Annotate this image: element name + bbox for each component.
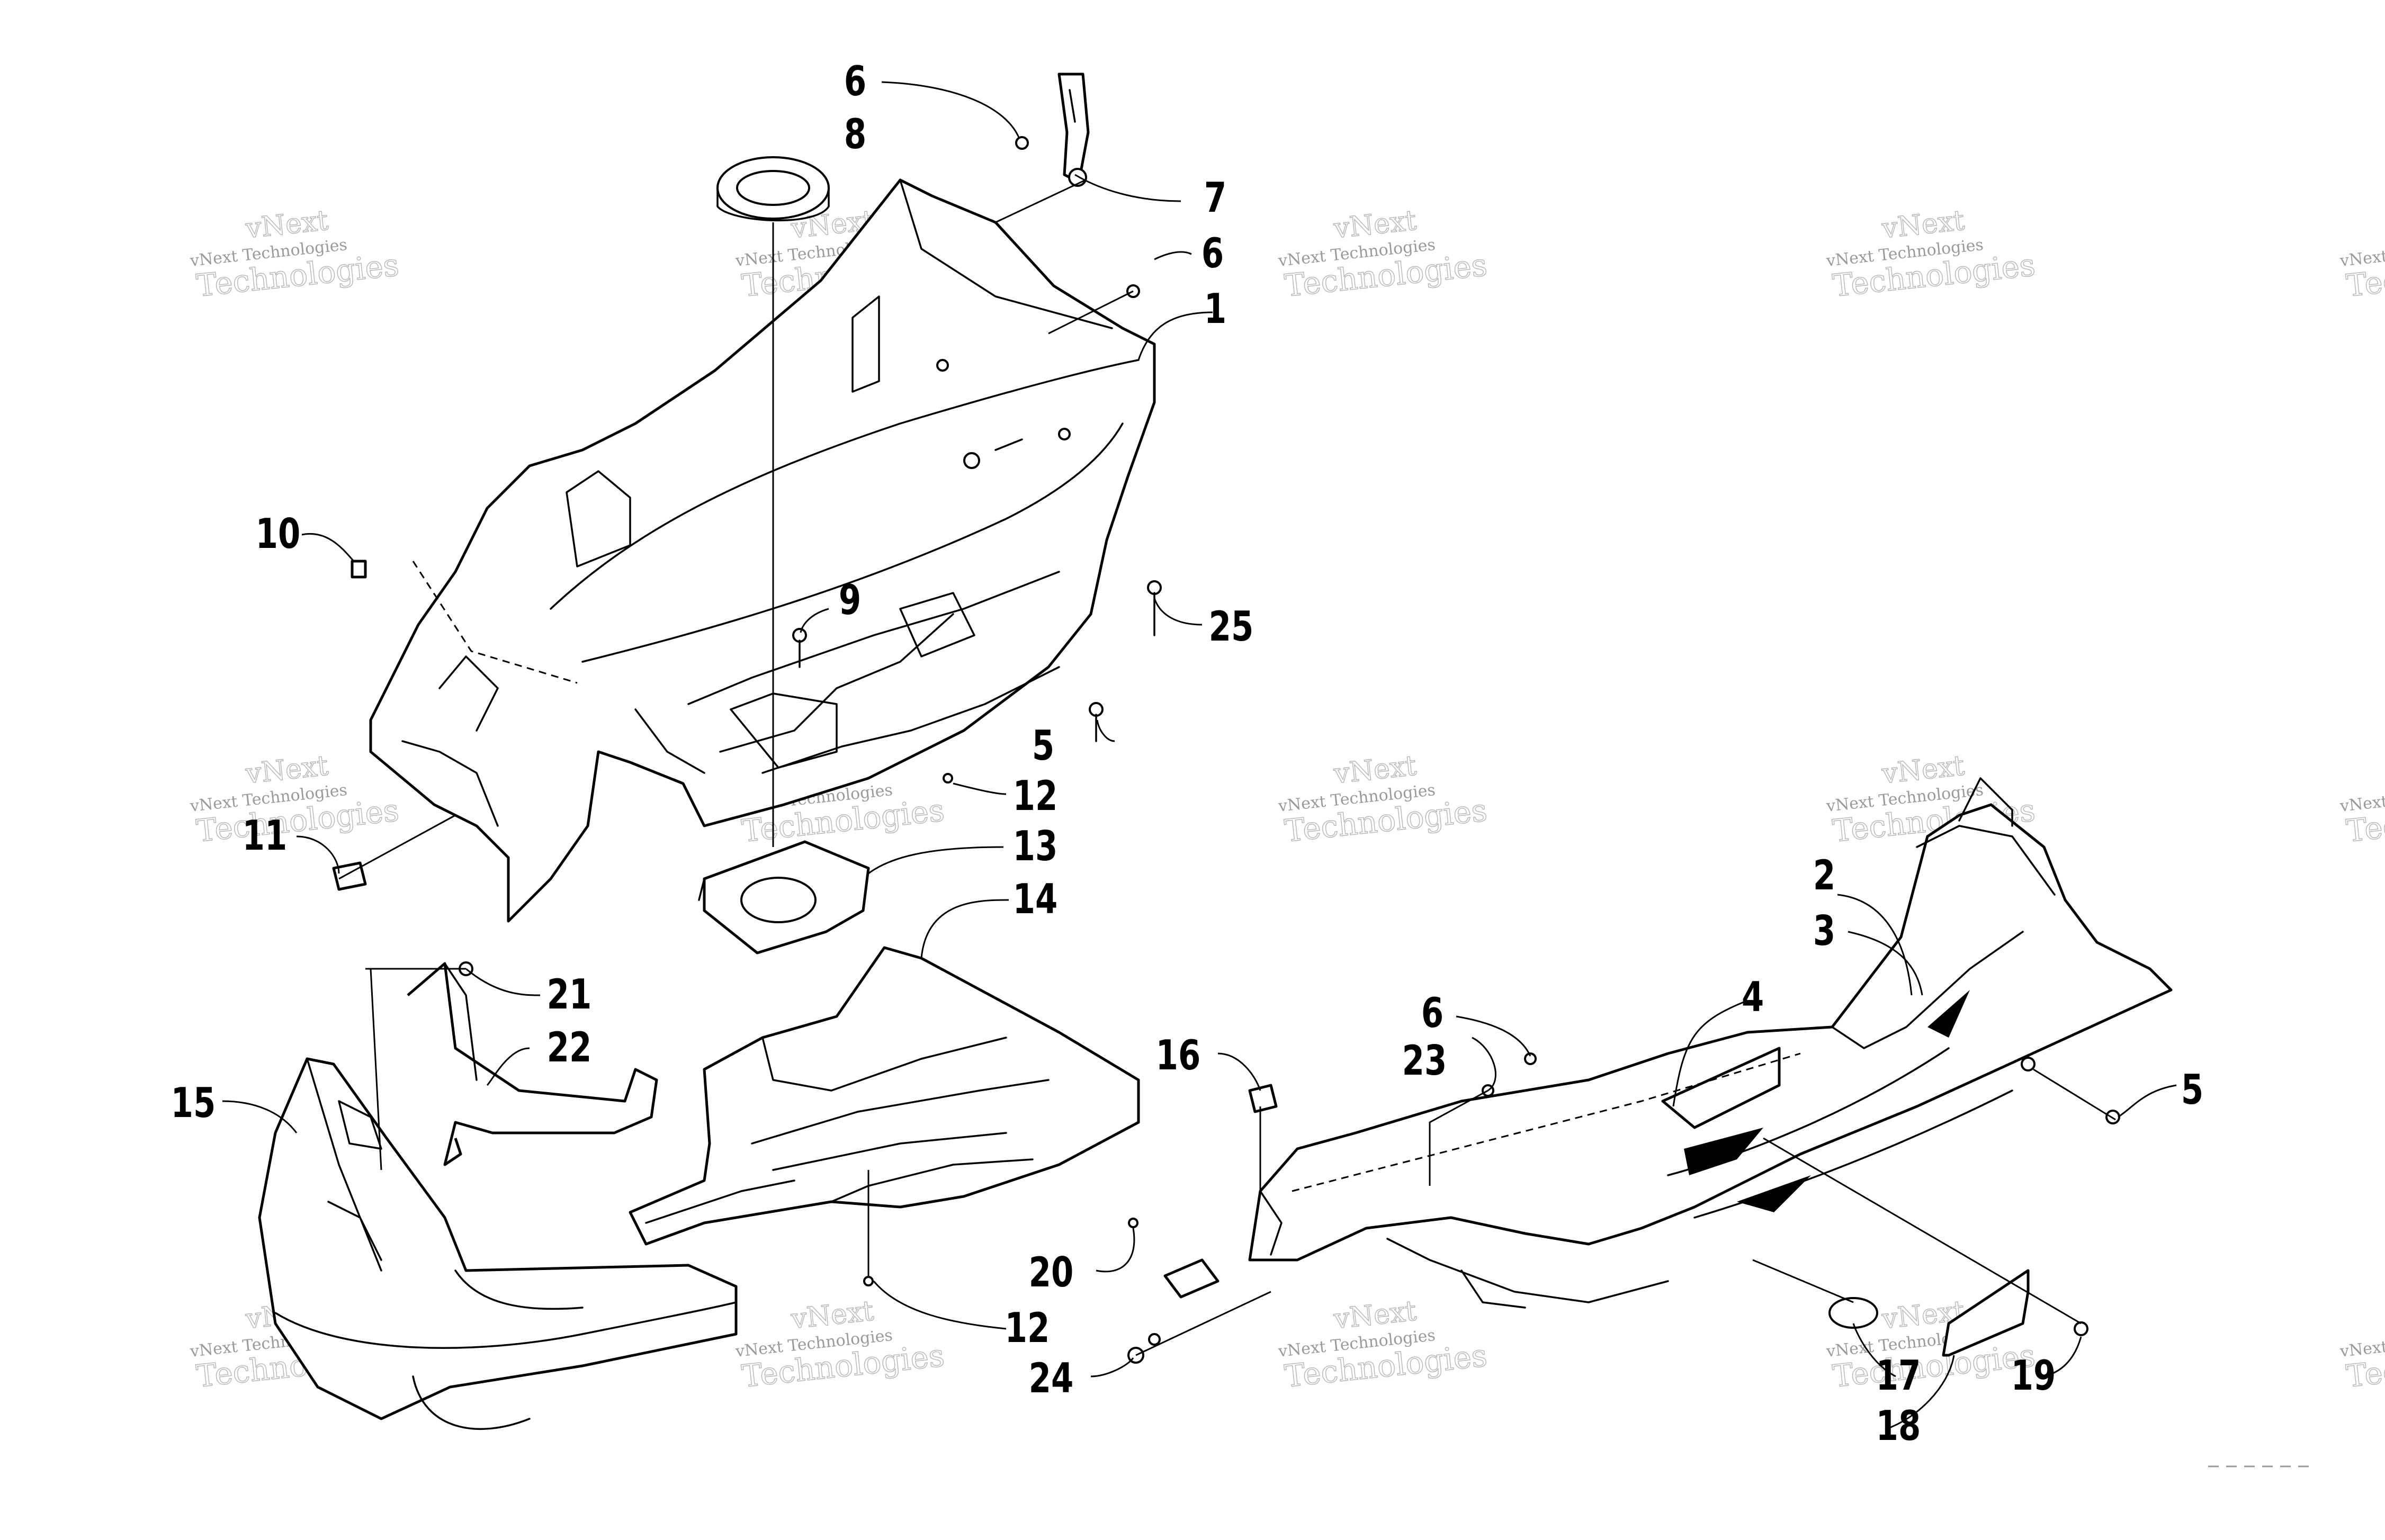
callout-20: 20 [1029,1249,1074,1296]
callout-18: 18 [1876,1402,1921,1450]
part-7-strap [1057,73,1090,187]
leader-lines [222,81,2177,1430]
part-8-grommet [716,156,830,847]
callout-17: 17 [1876,1352,1921,1400]
callout-2: 2 [1813,852,1835,899]
part-14-floor-panel [629,946,1140,1276]
part-13-bracket [698,840,870,954]
callout-24: 24 [1029,1355,1074,1402]
part-1-belly-pan [369,178,1156,923]
callout-8: 8 [844,111,866,158]
part-2-side-panel [1248,777,2173,1309]
callout-3: 3 [1813,907,1835,955]
callout-6-lower: 6 [1421,989,1443,1037]
callout-5-right: 5 [2181,1066,2203,1114]
callout-4: 4 [1742,974,1764,1021]
callout-1: 1 [1204,285,1226,333]
callout-25: 25 [1209,603,1254,651]
callout-12-upper: 12 [1013,772,1058,820]
part-15-bumper [258,968,738,1430]
callout-13: 13 [1013,823,1058,870]
callout-9: 9 [839,577,861,624]
callout-16: 16 [1156,1032,1201,1079]
callout-7: 7 [1204,174,1226,222]
callout-15: 15 [171,1079,216,1127]
callout-19: 19 [2011,1352,2056,1400]
callout-21: 21 [547,971,592,1019]
callout-14: 14 [1013,876,1058,923]
callout-23: 23 [1402,1037,1447,1085]
fastener-marks [332,136,1162,1286]
callout-12-lower: 12 [1005,1304,1050,1352]
part-small-fasteners [1127,1052,2120,1364]
callout-22: 22 [547,1024,592,1071]
part-16-clip [1248,1084,1278,1113]
part-22-bracket [407,962,658,1166]
callout-10: 10 [256,510,301,558]
callout-6-top: 6 [844,58,866,105]
callout-6-mid: 6 [1202,230,1224,277]
callout-11: 11 [243,812,288,860]
callout-5-upper: 5 [1032,722,1054,770]
callout-labels: 1 2 3 4 5 5 6 6 6 7 8 9 10 11 12 12 13 1… [171,58,2203,1450]
